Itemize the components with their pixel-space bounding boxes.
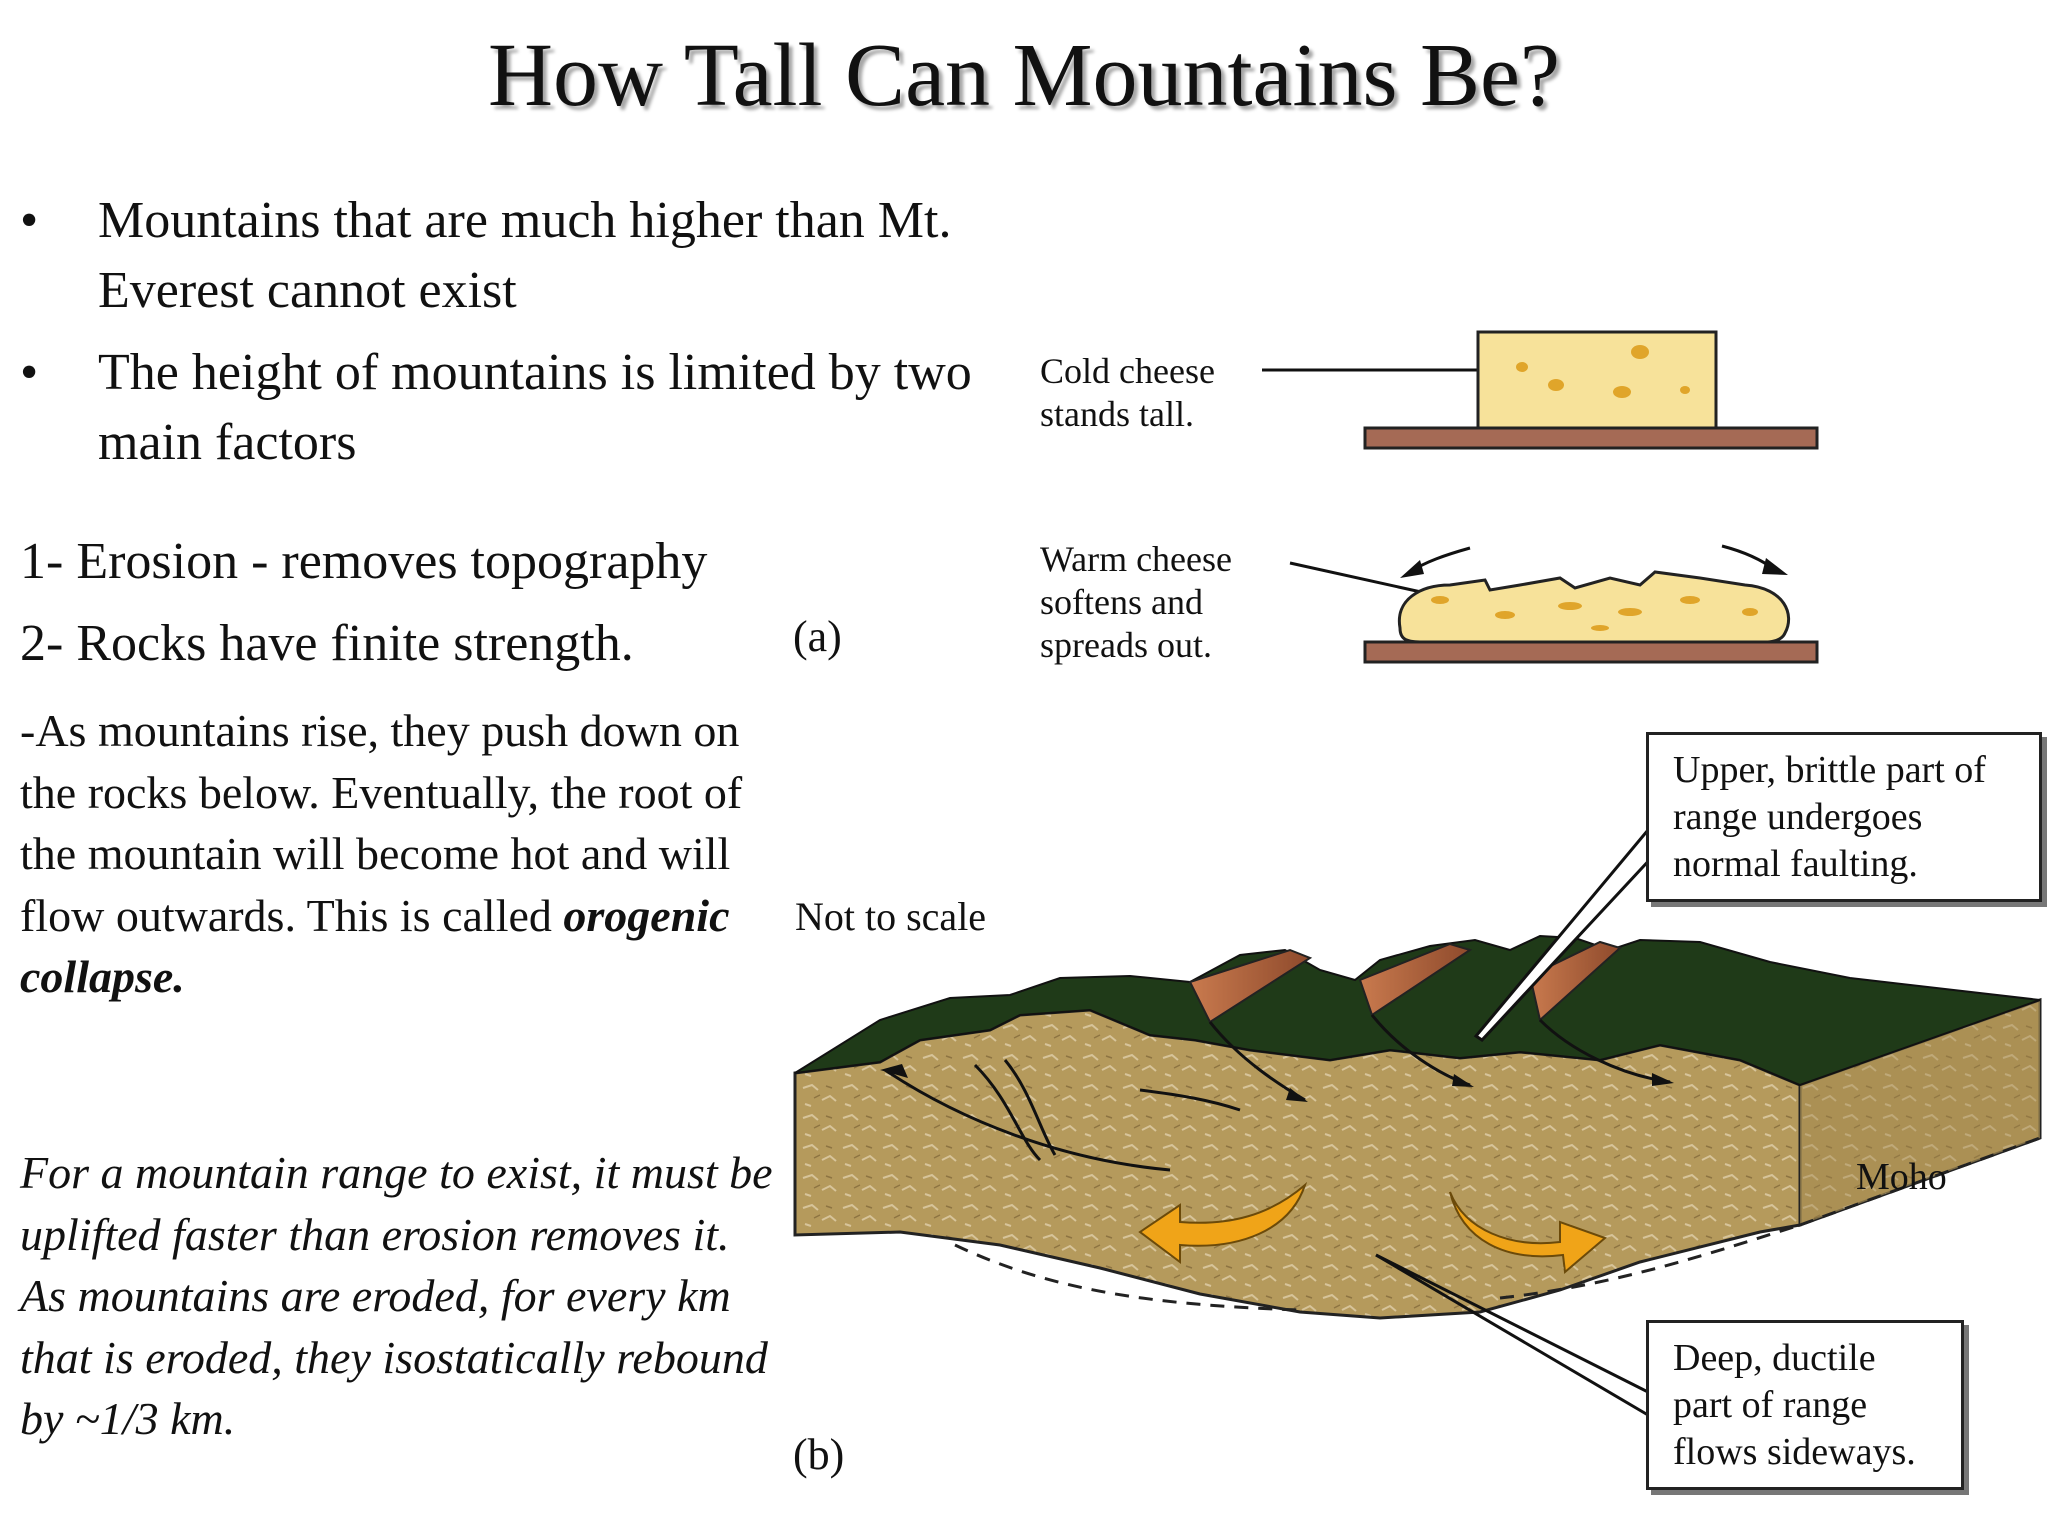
- not-to-scale-note: Not to scale: [795, 894, 987, 939]
- callout-pointer-deep: [1375, 1253, 1649, 1417]
- warm-cheese-caption: Warm cheese softens and spreads out.: [1040, 539, 1232, 665]
- cold-cheese-caption: Cold cheese stands tall.: [1040, 351, 1215, 434]
- italic-note-uplift: For a mountain range to exist, it must b…: [20, 1147, 773, 1260]
- cutting-board: [1363, 640, 1819, 664]
- bullet-symbol: •: [20, 344, 39, 401]
- spread-arrow-right: [1721, 544, 1788, 575]
- fault-arrowhead: [1286, 1088, 1308, 1102]
- fault-scarp: [1528, 940, 1622, 1022]
- fault-arrowhead: [1452, 1074, 1474, 1087]
- moho-label: Moho: [1856, 1156, 1947, 1198]
- cold-cheese-block: [1262, 330, 1718, 430]
- collapse-emphasis: orogenic collapse.: [20, 889, 730, 1003]
- figure-b-label: (b): [793, 1430, 845, 1479]
- slide-title: How Tall Can Mountains Be?: [488, 26, 1560, 125]
- callout-pointer-deep: [1375, 1253, 1649, 1394]
- italic-notes: For a mountain range to exist, it must b…: [20, 1142, 800, 1450]
- moho-line: [954, 1243, 1301, 1312]
- callout-upper-brittle: Upper, brittle part of range undergoes n…: [1646, 732, 2042, 902]
- cutting-board: [1363, 426, 1819, 450]
- collapse-paragraph: -As mountains rise, they push down on th…: [20, 700, 800, 1008]
- factor-erosion: 1- Erosion - removes topography: [20, 533, 708, 590]
- fault-arrowhead: [880, 1064, 908, 1078]
- flow-arrow-right: [1449, 1191, 1607, 1274]
- italic-note-rebound: As mountains are eroded, for every km th…: [20, 1270, 768, 1444]
- callout-deep-ductile: Deep, ductile part of range flows sidewa…: [1646, 1320, 1964, 1490]
- moho-line-side: [1799, 1136, 2041, 1227]
- vegetated-surface: [794, 934, 2041, 1087]
- fault-arrowhead: [1652, 1073, 1674, 1086]
- figure-a-label: (a): [793, 612, 842, 661]
- fault-scarp: [1358, 942, 1473, 1017]
- factor-strength: 2- Rocks have finite strength.: [20, 615, 634, 672]
- collapse-text: -As mountains rise, they push down on th…: [20, 705, 743, 941]
- bullet-text: Mountains that are much higher than Mt. …: [98, 192, 952, 319]
- bullet-text: The height of mountains is limited by tw…: [98, 344, 972, 471]
- moho-line: [1499, 1223, 1801, 1300]
- fault-scarp: [1188, 948, 1313, 1024]
- flow-arrow-left: [1138, 1181, 1308, 1264]
- spread-arrow-left: [1400, 546, 1471, 578]
- bullet-symbol: •: [20, 192, 39, 249]
